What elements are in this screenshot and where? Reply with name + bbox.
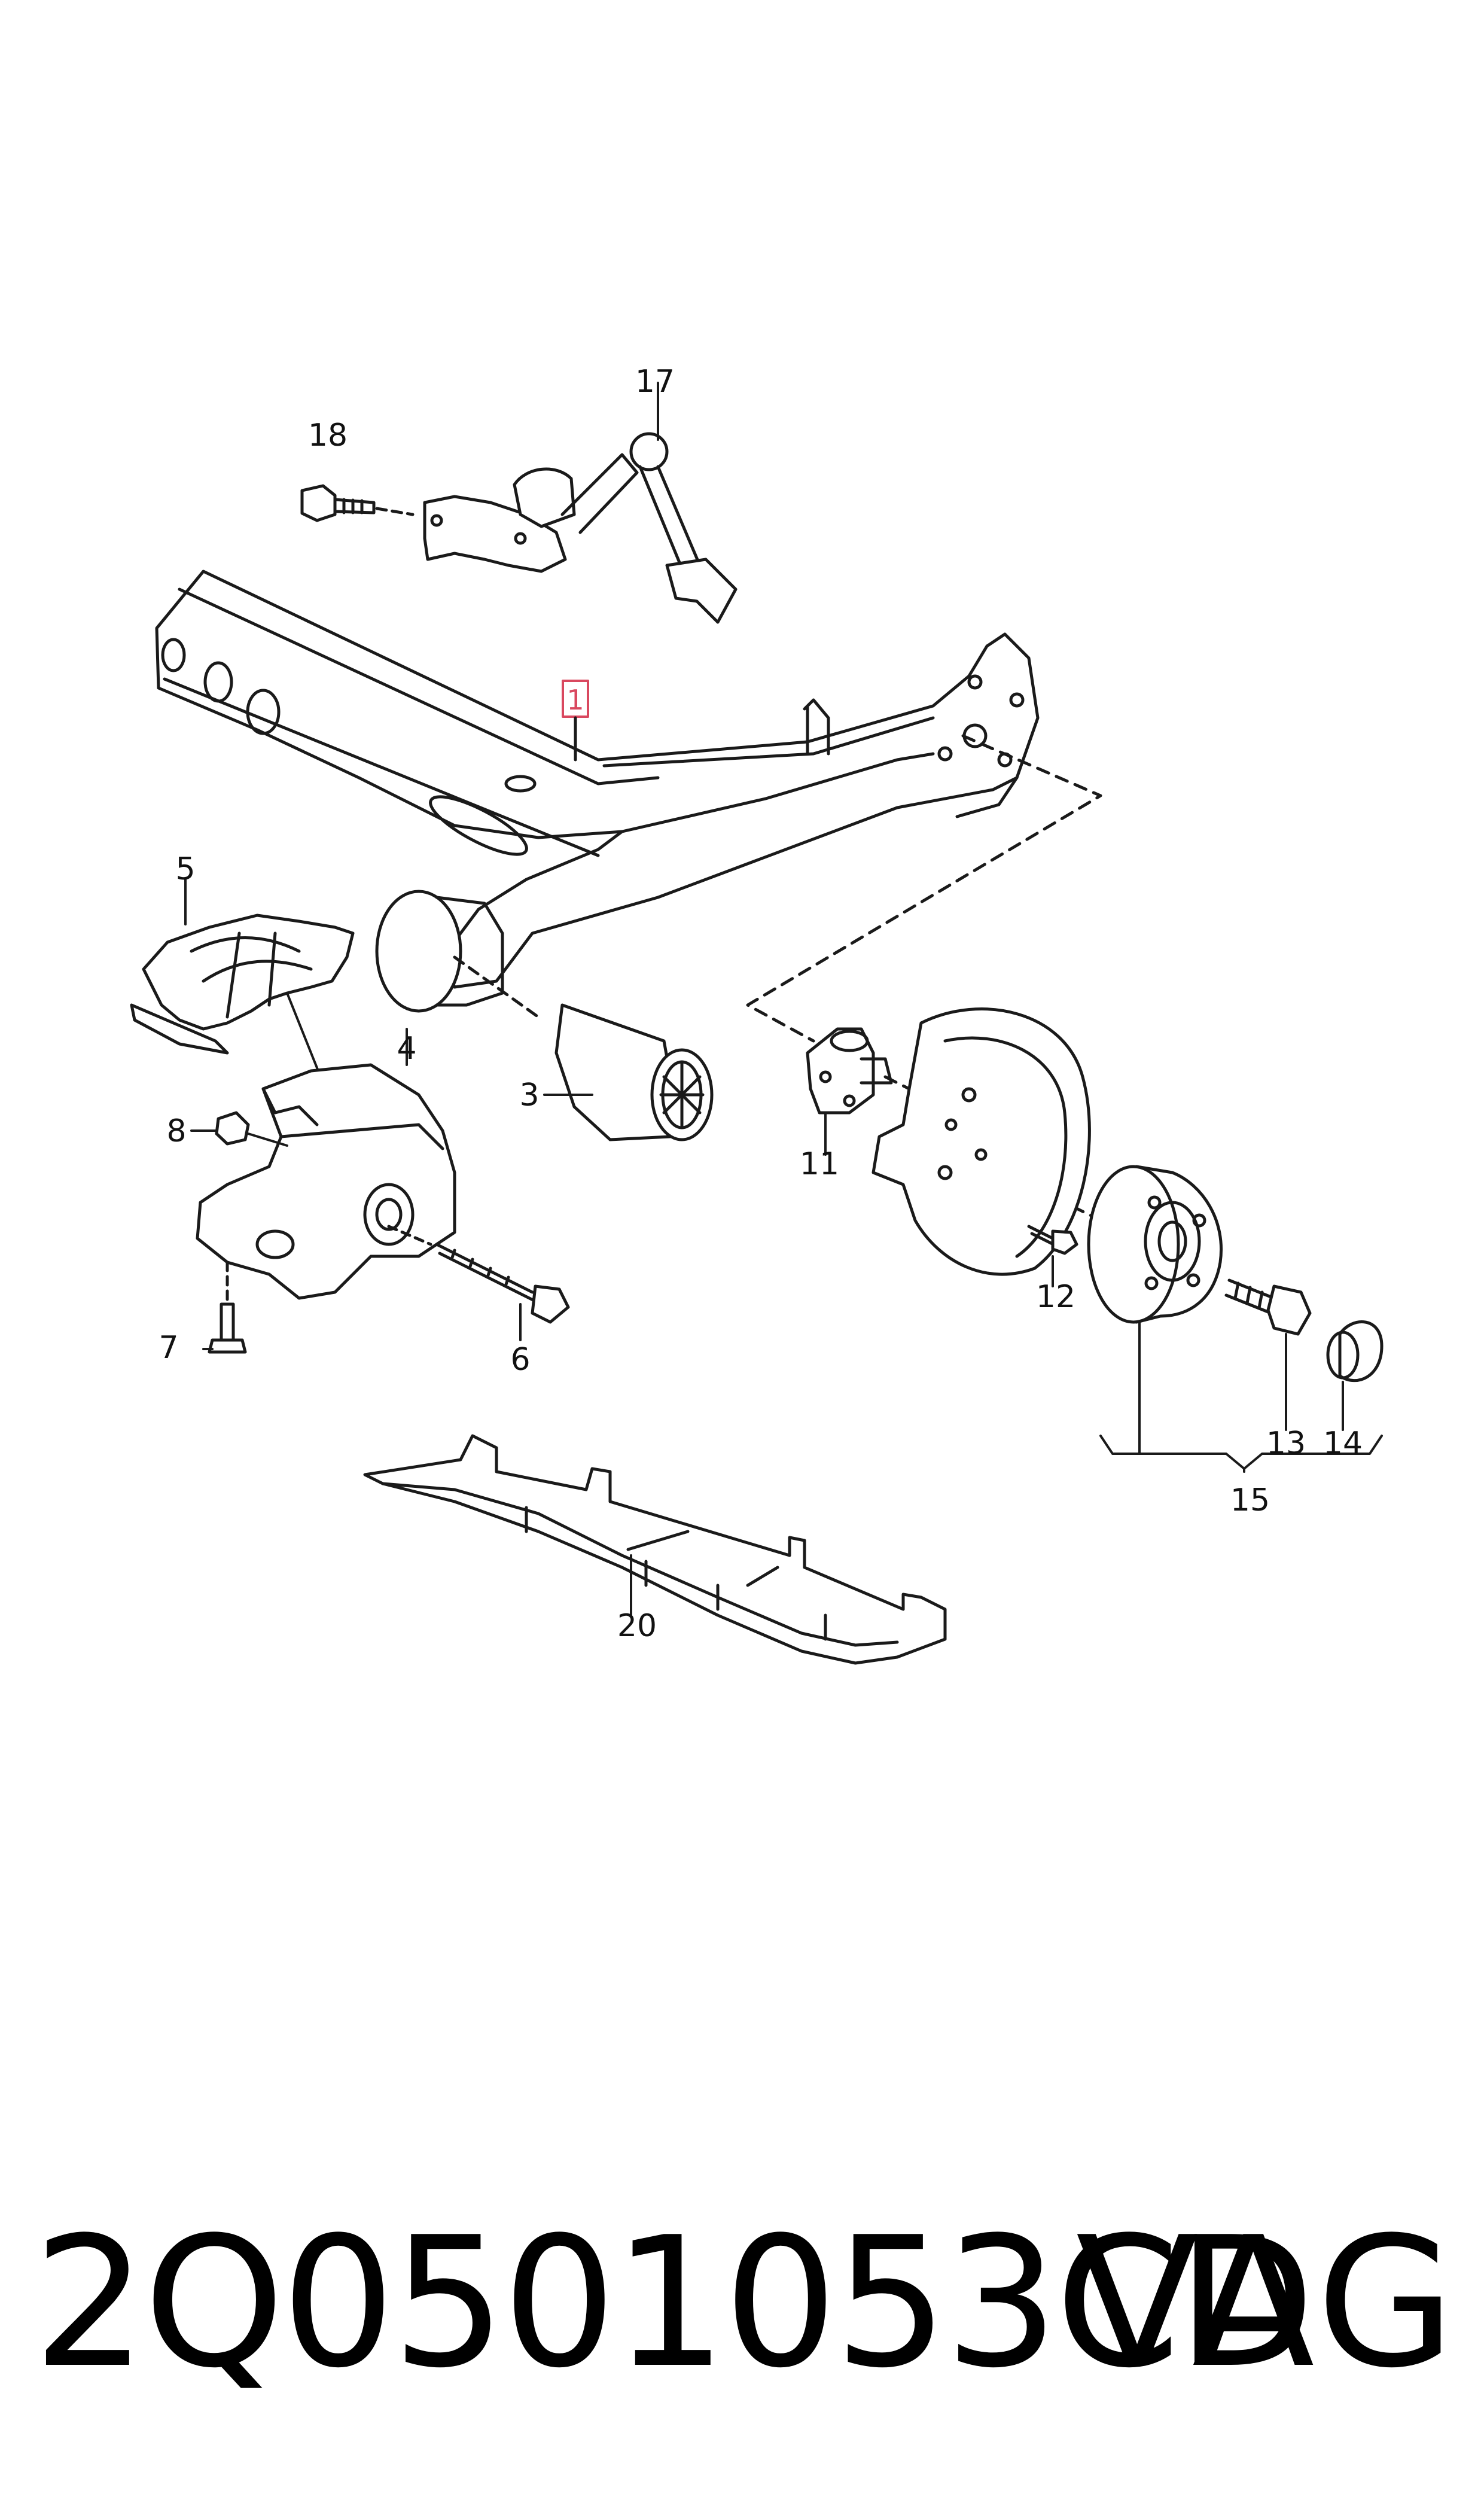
bolt-7 [202, 1260, 247, 1354]
nut-8 [190, 1111, 288, 1147]
underbody-panel-20 [363, 1434, 947, 1665]
axle-beam-1 [155, 570, 1040, 989]
callout-1: 1 [566, 684, 584, 716]
stub-axle-11 [806, 1027, 893, 1156]
callout-18: 18 [308, 418, 348, 453]
callout-3: 3 [519, 1077, 539, 1113]
callout-5: 5 [175, 851, 195, 887]
bushing-3 [375, 890, 714, 1141]
part-number: 2Q0501053CD [33, 2199, 1315, 2407]
heat-shield-5 [130, 878, 355, 1114]
wheel-bolt-13 [1224, 1278, 1312, 1431]
bracket-4 [196, 1028, 456, 1300]
callout-6: 6 [510, 1342, 530, 1378]
callout-8: 8 [166, 1113, 186, 1149]
callout-14: 14 [1323, 1426, 1363, 1462]
callout-15: 15 [1230, 1482, 1270, 1518]
callout-17: 17 [635, 364, 675, 400]
level-sensor-17 [423, 382, 738, 624]
callout-20: 20 [617, 1608, 657, 1644]
callout-4: 4 [397, 1031, 416, 1067]
callout-11: 11 [800, 1146, 839, 1182]
callout-labels: 17 18 1 5 4 3 8 11 12 7 6 13 14 15 20 [159, 364, 1363, 1644]
rear-axle-exploded-diagram: 17 18 1 5 4 3 8 11 12 7 6 13 14 15 20 [130, 364, 1384, 1665]
dust-cap-14 [1326, 1320, 1384, 1431]
callout-13: 13 [1266, 1426, 1306, 1462]
brand-name: VAG [1075, 2199, 1460, 2407]
bolt-12 [1027, 1225, 1078, 1287]
wheel-hub-15 [1087, 1165, 1223, 1455]
bolt-18 [300, 484, 415, 522]
backing-plate [871, 1007, 1091, 1276]
callout-7: 7 [159, 1330, 178, 1366]
callout-12: 12 [1036, 1279, 1075, 1315]
bolt-6 [387, 1225, 570, 1341]
